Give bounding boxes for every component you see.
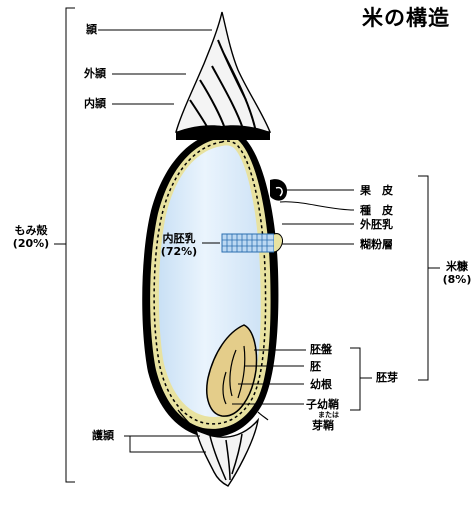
label-pericarp: 果 皮 (360, 184, 393, 197)
label-endosperm: 内胚乳 (72%) (154, 232, 204, 258)
label-husk-percent: (20%) (8, 237, 54, 250)
label-aleurone: 糊粉層 (360, 238, 393, 251)
label-radicle: 幼根 (310, 378, 332, 391)
bran-bracket (418, 176, 428, 380)
label-perisperm: 外胚乳 (360, 218, 393, 231)
label-scutellum: 胚盤 (310, 343, 332, 356)
label-bran-percent: (8%) (440, 273, 474, 286)
label-lemma: 外頴 (84, 67, 106, 80)
label-or: または (318, 412, 339, 419)
label-endosperm-percent: (72%) (154, 245, 204, 258)
label-coleoptile: 子幼鞘 (306, 398, 339, 411)
husk-bracket (66, 8, 75, 482)
label-palea: 内頴 (84, 97, 106, 110)
germ-bracket (350, 348, 360, 410)
label-seed-coat: 種 皮 (360, 204, 393, 217)
label-coleoptile-alt: 芽鞘 (312, 419, 334, 432)
label-endosperm-name: 内胚乳 (154, 232, 204, 245)
label-husk: もみ殻 (20%) (8, 224, 54, 250)
label-glume: 護頴 (92, 429, 114, 442)
label-husk-name: もみ殻 (8, 224, 54, 237)
diagram-title: 米の構造 (362, 2, 450, 32)
label-bran-name: 米糠 (440, 260, 474, 273)
label-bran: 米糠 (8%) (440, 260, 474, 286)
label-awn: 頴 (86, 23, 97, 36)
label-embryo: 胚 (310, 360, 321, 373)
endosperm-cells (222, 234, 283, 252)
label-germ: 胚芽 (376, 371, 398, 384)
